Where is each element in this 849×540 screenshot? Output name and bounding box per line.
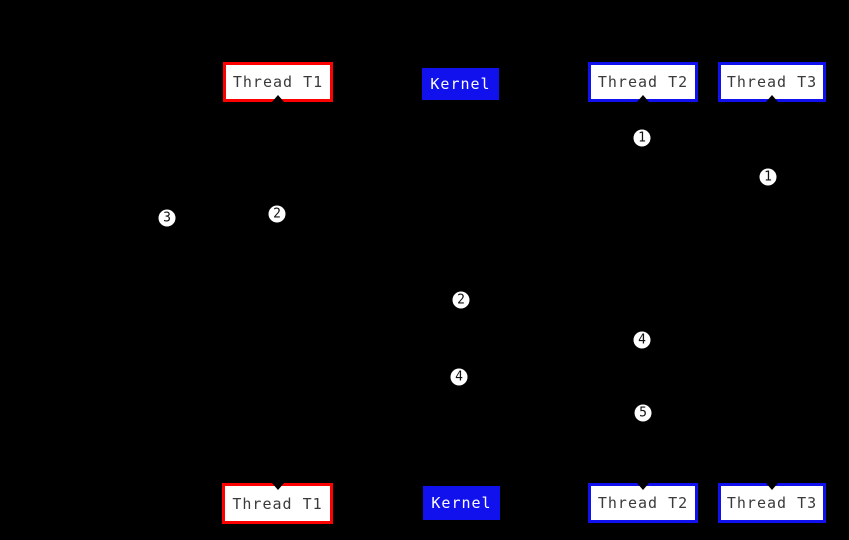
arrowhead-notch-icon	[271, 483, 284, 490]
box-label: Thread T3	[726, 73, 818, 91]
step-marker-5: 5	[633, 403, 653, 423]
thread-t1-bottom-box: Thread T1	[222, 483, 333, 524]
step-marker-2: 2	[267, 204, 287, 224]
step-marker-label: 1	[638, 130, 646, 146]
step-marker-3: 3	[157, 208, 177, 228]
box-label: Thread T1	[232, 73, 324, 91]
box-label: Thread T2	[597, 494, 689, 512]
step-marker-label: 4	[638, 332, 646, 348]
step-marker-label: 3	[163, 210, 171, 226]
step-marker-label: 2	[457, 292, 465, 308]
step-marker-label: 5	[639, 405, 647, 421]
thread-t3-bottom-box: Thread T3	[718, 483, 826, 523]
arrowhead-notch-icon	[766, 95, 778, 102]
kernel-bottom-box: Kernel	[423, 486, 500, 520]
arrowhead-notch-icon	[272, 95, 284, 102]
box-label: Kernel	[430, 75, 491, 93]
step-marker-4: 4	[632, 330, 652, 350]
box-label: Thread T1	[232, 494, 323, 513]
step-marker-label: 4	[455, 369, 463, 385]
box-label: Thread T3	[726, 494, 818, 512]
arrowhead-notch-icon	[766, 483, 778, 490]
step-marker-label: 2	[273, 206, 281, 222]
step-marker-1: 1	[758, 167, 778, 187]
kernel-top-box: Kernel	[422, 68, 499, 100]
step-marker-label: 1	[764, 169, 772, 185]
arrowhead-notch-icon	[637, 95, 649, 102]
thread-t3-top-box: Thread T3	[718, 62, 826, 102]
arrowhead-notch-icon	[637, 483, 649, 490]
thread-t2-top-box: Thread T2	[588, 62, 698, 102]
step-marker-2: 2	[451, 290, 471, 310]
step-marker-4: 4	[449, 367, 469, 387]
box-label: Thread T2	[597, 73, 689, 91]
thread-t1-top-box: Thread T1	[223, 62, 333, 102]
thread-t2-bottom-box: Thread T2	[588, 483, 698, 523]
step-marker-1: 1	[632, 128, 652, 148]
box-label: Kernel	[431, 494, 492, 512]
